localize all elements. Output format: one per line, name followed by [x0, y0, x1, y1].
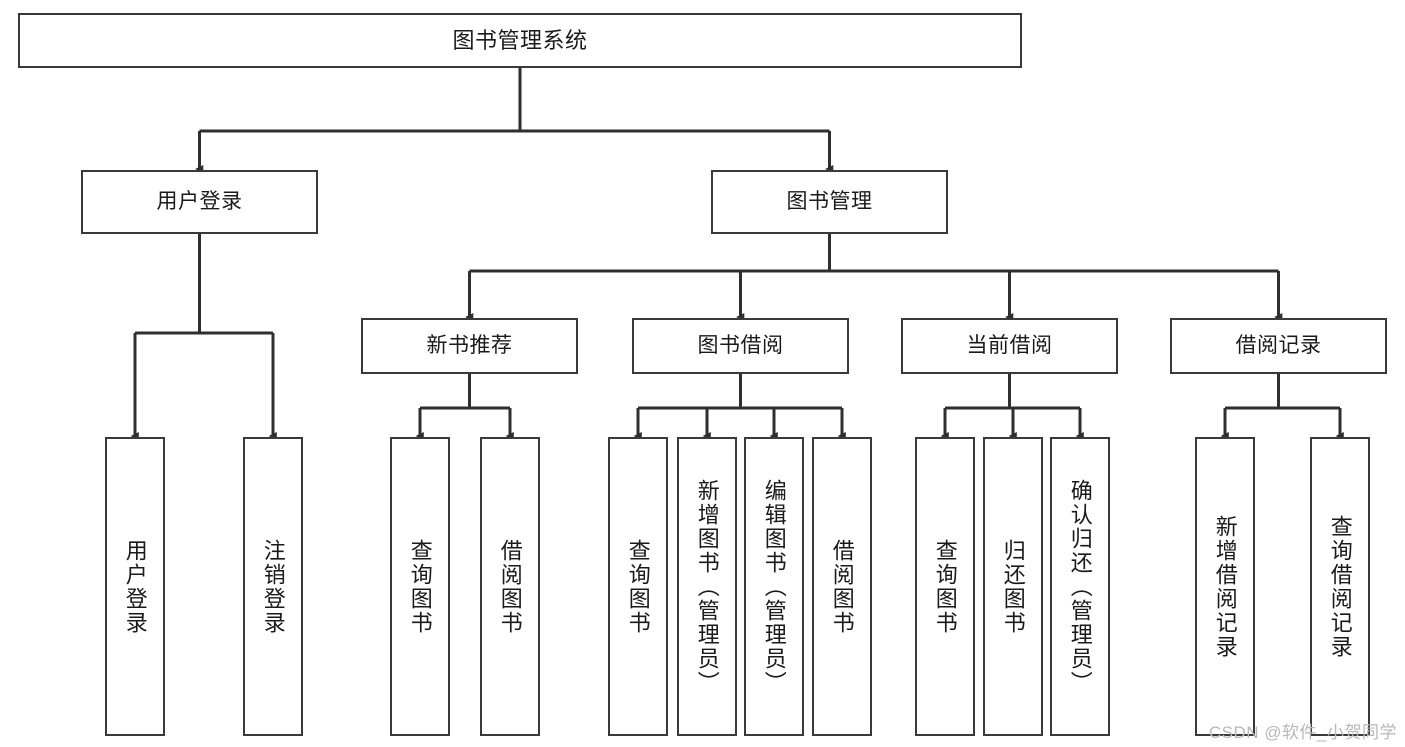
node-user-login[interactable]: 用户登录: [81, 170, 318, 234]
node-leaf-edit-book[interactable]: 编辑图书（管理员）: [744, 437, 804, 736]
node-leaf-query-book-rec[interactable]: 查询图书: [390, 437, 450, 736]
node-label: 查询图书: [407, 538, 433, 635]
node-label: 新书推荐: [426, 333, 513, 357]
node-label: 编辑图书（管理员）: [761, 478, 787, 695]
node-leaf-query-book-bb[interactable]: 查询图书: [608, 437, 668, 736]
node-borrow-record[interactable]: 借阅记录: [1170, 318, 1387, 374]
node-book-borrow[interactable]: 图书借阅: [632, 318, 849, 374]
node-leaf-query-record[interactable]: 查询借阅记录: [1310, 437, 1370, 736]
node-label: 查询图书: [625, 538, 651, 635]
csdn-watermark: CSDN @软件_小贺同学: [1208, 723, 1397, 742]
node-label: 用户登录: [122, 538, 148, 635]
node-leaf-borrow-book-bb[interactable]: 借阅图书: [812, 437, 872, 736]
node-leaf-logout[interactable]: 注销登录: [243, 437, 303, 736]
node-leaf-confirm-return[interactable]: 确认归还（管理员）: [1050, 437, 1110, 736]
node-current-borrow[interactable]: 当前借阅: [901, 318, 1118, 374]
node-leaf-user-login[interactable]: 用户登录: [105, 437, 165, 736]
node-label: 借阅记录: [1235, 333, 1322, 357]
node-leaf-add-record[interactable]: 新增借阅记录: [1195, 437, 1255, 736]
node-label: 图书管理系统: [452, 27, 588, 53]
node-label: 借阅图书: [497, 538, 523, 635]
node-label: 确认归还（管理员）: [1067, 478, 1093, 695]
node-leaf-borrow-book-rec[interactable]: 借阅图书: [480, 437, 540, 736]
node-leaf-return-book[interactable]: 归还图书: [983, 437, 1043, 736]
node-new-book-rec[interactable]: 新书推荐: [361, 318, 578, 374]
node-label: 注销登录: [260, 538, 286, 635]
node-label: 新增借阅记录: [1212, 514, 1238, 659]
node-label: 查询图书: [932, 538, 958, 635]
node-label: 借阅图书: [829, 538, 855, 635]
node-label: 归还图书: [1000, 538, 1026, 635]
node-book-manage[interactable]: 图书管理: [711, 170, 948, 234]
node-label: 查询借阅记录: [1327, 514, 1353, 659]
node-leaf-query-book-cb[interactable]: 查询图书: [915, 437, 975, 736]
node-label: 图书借阅: [697, 333, 784, 357]
node-leaf-add-book[interactable]: 新增图书（管理员）: [677, 437, 737, 736]
node-label: 新增图书（管理员）: [694, 478, 720, 695]
node-label: 当前借阅: [966, 333, 1053, 357]
node-root[interactable]: 图书管理系统: [18, 13, 1022, 68]
node-label: 图书管理: [786, 189, 873, 213]
node-label: 用户登录: [156, 189, 243, 213]
